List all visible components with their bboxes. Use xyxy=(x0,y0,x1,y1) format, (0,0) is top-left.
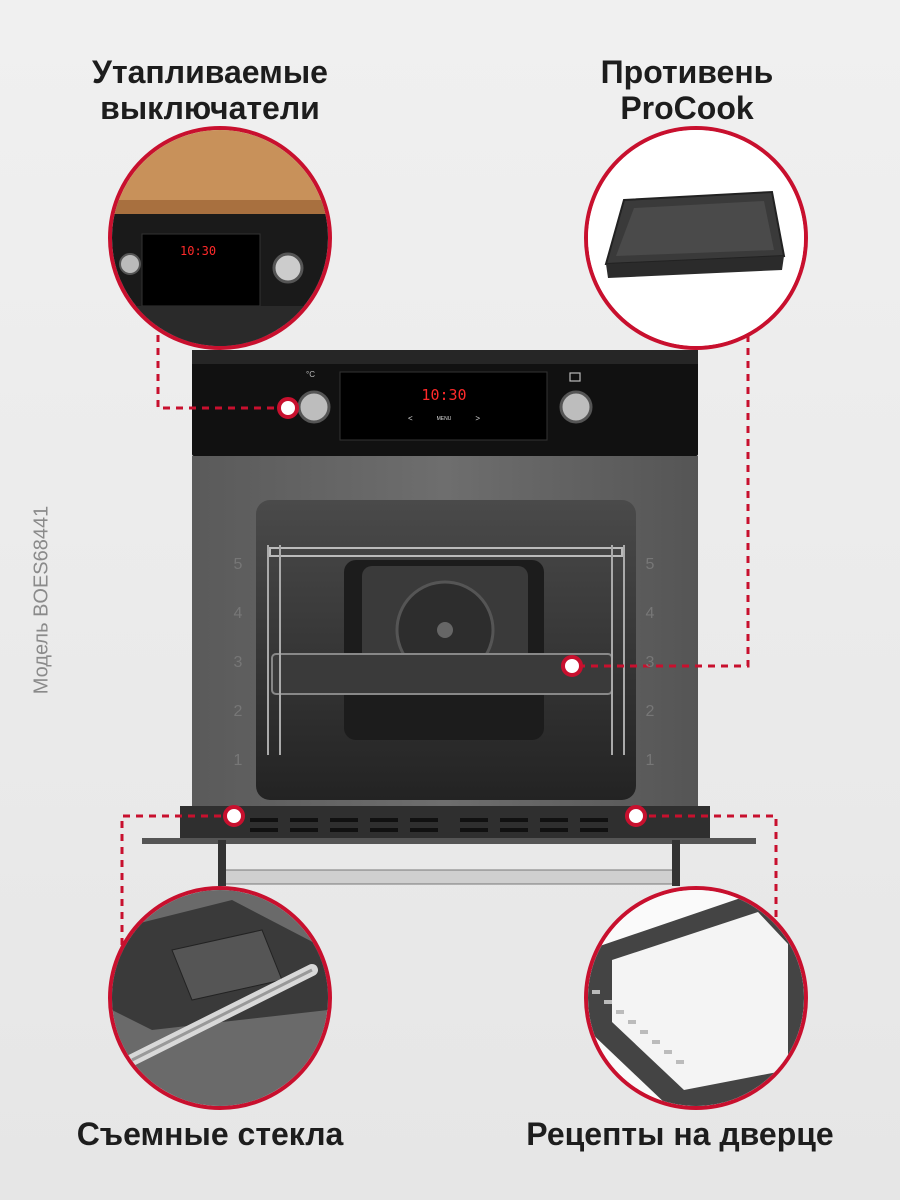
wire-rack xyxy=(269,547,623,557)
display-screen xyxy=(339,371,548,441)
title-door-recipes-text: Рецепты на дверце xyxy=(526,1116,834,1152)
control-panel-sheen xyxy=(192,350,698,364)
callout-circle-recipes xyxy=(584,886,808,1110)
procook-tray-image xyxy=(588,130,804,346)
callout-circle-glass xyxy=(108,886,332,1110)
rack-level: 5 xyxy=(645,556,655,573)
callout-dot-recipes[interactable] xyxy=(625,805,647,827)
callout-circle-switches: 10:30 xyxy=(108,126,332,350)
title-procook-tray: Противень ProCook xyxy=(507,54,867,126)
door-handle xyxy=(221,869,677,885)
callout-circle-tray xyxy=(584,126,808,350)
removable-glass-image xyxy=(112,890,328,1106)
title-procook-tray-line1: Противень xyxy=(600,54,774,90)
title-removable-glass-text: Съемные стекла xyxy=(76,1116,344,1152)
knob-left xyxy=(297,390,331,424)
title-hidden-switches: Утапливаемые выключатели xyxy=(30,54,390,126)
callout-dot-switches[interactable] xyxy=(277,397,299,419)
display-right-arrow[interactable]: > xyxy=(475,414,480,423)
oven-door-edge xyxy=(180,806,710,840)
title-hidden-switches-line2: выключатели xyxy=(100,90,320,126)
display-left-arrow[interactable]: < xyxy=(408,414,413,423)
connector-lines xyxy=(120,322,778,960)
door-glass-edge xyxy=(142,838,756,844)
rack-level: 1 xyxy=(233,752,243,769)
baking-tray xyxy=(271,653,613,695)
rack-level: 3 xyxy=(233,654,243,671)
rack-level: 4 xyxy=(233,605,243,622)
rack-level: 5 xyxy=(233,556,243,573)
rack-level: 2 xyxy=(645,703,655,720)
knob-right xyxy=(559,390,593,424)
display-menu[interactable]: MENU xyxy=(436,416,452,422)
title-procook-tray-line2: ProCook xyxy=(620,90,754,126)
title-hidden-switches-line1: Утапливаемые xyxy=(92,54,328,90)
rack-level: 2 xyxy=(233,703,243,720)
callout-dot-tray[interactable] xyxy=(561,655,583,677)
title-door-recipes: Рецепты на дверце xyxy=(490,1116,870,1152)
switches-closeup-time: 10:30 xyxy=(180,244,217,258)
fan-hub xyxy=(437,622,453,638)
mode-icon xyxy=(569,372,581,382)
door-recipes-image xyxy=(588,890,804,1106)
display-controls: < MENU > xyxy=(408,414,480,423)
door-vents xyxy=(250,818,608,832)
rack-levels-left: 5 4 3 2 1 xyxy=(228,540,248,785)
rack-levels-right: 5 4 3 2 1 xyxy=(640,540,660,785)
callout-dot-glass[interactable] xyxy=(223,805,245,827)
rack-level: 4 xyxy=(645,605,655,622)
switches-closeup-image xyxy=(112,130,328,346)
temperature-symbol: °C xyxy=(306,370,315,379)
rack-level: 1 xyxy=(645,752,655,769)
display-time: 10:30 xyxy=(421,386,467,404)
rack-level: 3 xyxy=(645,654,655,671)
title-removable-glass: Съемные стекла xyxy=(30,1116,390,1152)
